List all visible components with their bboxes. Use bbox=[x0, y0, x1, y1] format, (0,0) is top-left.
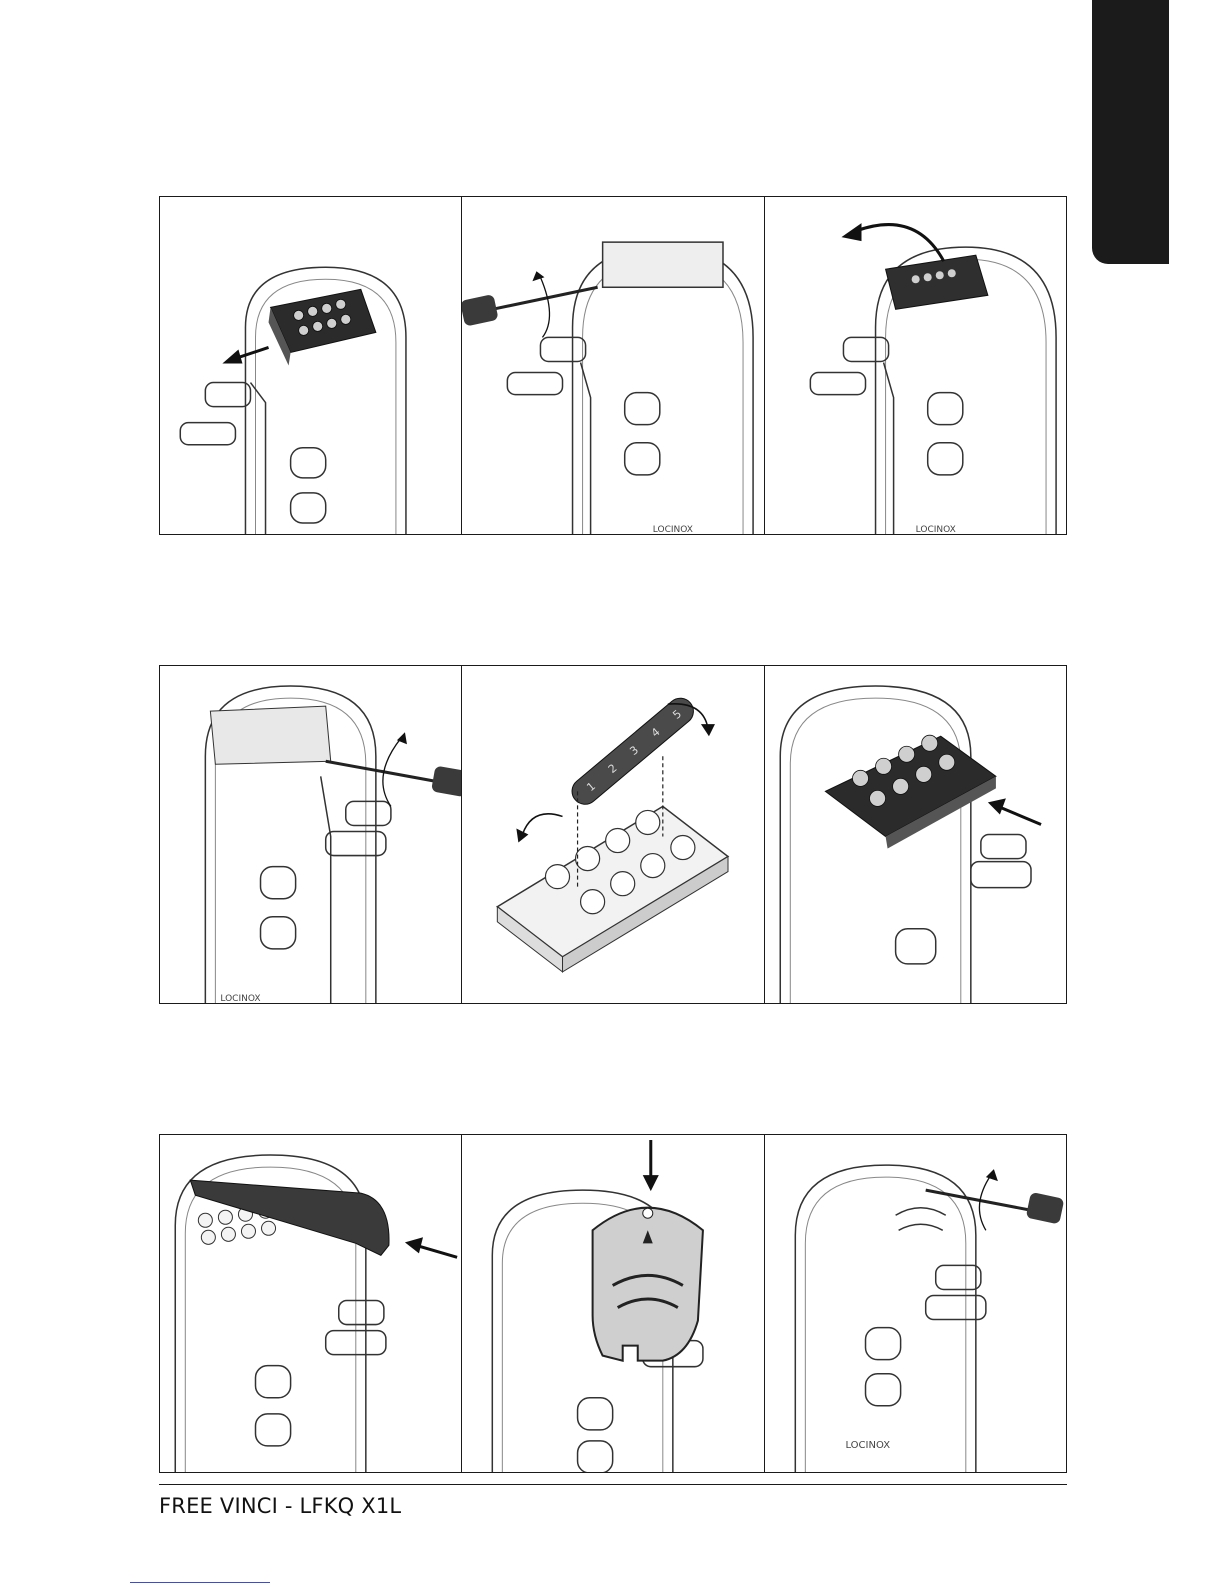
illustration-screw-cover: LOCINOX bbox=[160, 666, 461, 1003]
rotate-arrow-icon bbox=[383, 732, 407, 806]
brand-label: LOCINOX bbox=[915, 525, 955, 534]
arrow-left-icon bbox=[405, 1237, 457, 1257]
illustration-press-cap bbox=[462, 1135, 763, 1472]
brand-label: LOCINOX bbox=[220, 994, 260, 1003]
instruction-row-1: LOCINOX LOCINOX bbox=[159, 196, 1067, 535]
illustration-tighten-screw: LOCINOX bbox=[765, 1135, 1066, 1472]
panel-1-2-unscrew: LOCINOX bbox=[461, 197, 763, 534]
arrow-left-icon bbox=[988, 798, 1041, 824]
language-side-tab bbox=[1092, 0, 1169, 264]
panel-2-2-number-strip: 1 2 3 4 5 bbox=[461, 666, 763, 1003]
keypad-block bbox=[498, 806, 729, 971]
link-underline bbox=[130, 1582, 270, 1583]
illustration-unscrew-keypad-cover: LOCINOX bbox=[462, 197, 763, 534]
panel-1-1-remove-keypad bbox=[160, 197, 461, 534]
footer-product-title: FREE VINCI - LFKQ X1L bbox=[159, 1494, 401, 1518]
cap-cover bbox=[593, 1208, 703, 1361]
illustration-insert-keypad bbox=[765, 666, 1066, 1003]
panel-2-3-insert-keypad bbox=[764, 666, 1066, 1003]
illustration-slide-cover bbox=[160, 1135, 461, 1472]
panel-1-3-flip-cover: LOCINOX bbox=[764, 197, 1066, 534]
footer-divider bbox=[159, 1484, 1067, 1485]
keypad-block bbox=[269, 289, 376, 365]
illustration-number-strip: 1 2 3 4 5 bbox=[462, 666, 763, 1003]
rotate-arrow-icon bbox=[533, 271, 550, 337]
brand-label: LOCINOX bbox=[653, 525, 693, 534]
instruction-row-2: LOCINOX 1 2 3 4 5 bbox=[159, 665, 1067, 1004]
screwdriver-icon bbox=[925, 1190, 1064, 1224]
curved-arrow-icon bbox=[841, 223, 943, 261]
open-keypad-housing bbox=[885, 255, 987, 309]
panel-2-1-screw: LOCINOX bbox=[160, 666, 461, 1003]
rotate-arrow-left-icon bbox=[517, 814, 563, 843]
panel-3-1-slide-cover bbox=[160, 1135, 461, 1472]
illustration-remove-keypad bbox=[160, 197, 461, 534]
panel-3-3-tighten-screw: LOCINOX bbox=[764, 1135, 1066, 1472]
panel-3-2-press-cap bbox=[461, 1135, 763, 1472]
instruction-row-3: LOCINOX bbox=[159, 1134, 1067, 1473]
illustration-flip-cover: LOCINOX bbox=[765, 197, 1066, 534]
arrow-down-icon bbox=[643, 1140, 659, 1191]
number-strip: 1 2 3 4 5 bbox=[567, 693, 699, 810]
brand-label: LOCINOX bbox=[845, 1440, 890, 1451]
screwdriver-icon bbox=[326, 761, 462, 797]
